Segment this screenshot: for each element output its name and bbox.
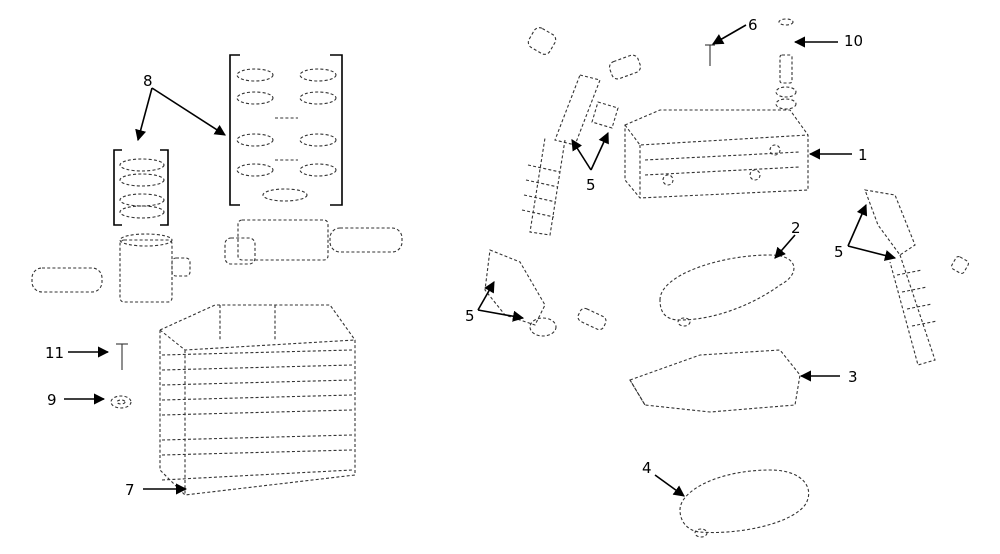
callout-1: 1 xyxy=(858,146,868,164)
callout-8: 8 xyxy=(143,72,153,90)
right-pushrod-assembly xyxy=(864,189,970,366)
cylinder-block xyxy=(159,304,356,496)
valve-spring-retainer xyxy=(775,18,797,110)
callout-11: 11 xyxy=(45,344,64,362)
exhaust-gasket xyxy=(679,469,810,538)
callout-5-right: 5 xyxy=(834,243,844,261)
callout-10: 10 xyxy=(844,32,863,50)
callout-6: 6 xyxy=(748,16,758,34)
stud-bolt xyxy=(116,343,128,370)
nut xyxy=(110,395,132,409)
left-pushrod-assembly xyxy=(521,27,642,236)
head-gasket xyxy=(659,254,795,327)
piston-rings-small-group xyxy=(113,149,169,226)
piston-rings-large-group xyxy=(229,54,343,206)
callout-2: 2 xyxy=(791,219,801,237)
lower-rocker-assembly xyxy=(484,249,607,337)
callout-4: 4 xyxy=(642,459,652,477)
callout-5-lower: 5 xyxy=(465,307,475,325)
cylinder-head xyxy=(624,109,809,199)
callout-5-upper: 5 xyxy=(586,176,596,194)
callout-leaders xyxy=(64,24,897,497)
callout-numbers: 8 11 9 7 6 10 1 5 2 5 5 3 4 xyxy=(45,16,868,499)
callout-7: 7 xyxy=(125,481,135,499)
left-piston xyxy=(31,233,191,303)
small-screw xyxy=(705,44,715,66)
right-piston xyxy=(224,219,403,265)
callout-3: 3 xyxy=(848,368,858,386)
callout-9: 9 xyxy=(47,391,57,409)
base-gasket xyxy=(629,349,801,413)
